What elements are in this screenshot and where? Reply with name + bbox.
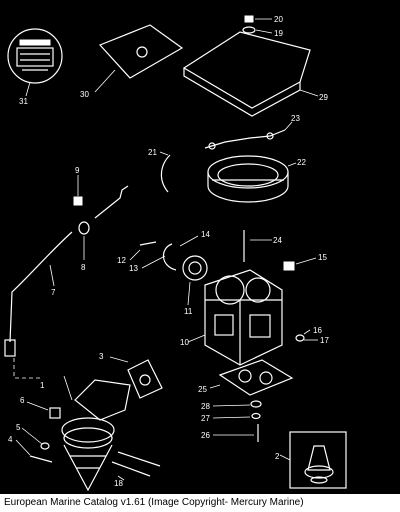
- callout-21: 21: [148, 148, 157, 157]
- part-11-choke: [182, 255, 208, 306]
- callout-19: 19: [274, 29, 283, 38]
- callout-1: 1: [40, 381, 45, 390]
- callout-2: 2: [275, 452, 280, 461]
- part-1-fuel-pump: [61, 375, 131, 492]
- exploded-parts-diagram: 1 2 3 4 5 6 7 8 9 10 11 12 13 14 15 16 1…: [0, 0, 400, 494]
- callout-28: 28: [201, 402, 210, 411]
- part-29-cover: [182, 31, 319, 117]
- part-26-27-28: [212, 400, 262, 442]
- part-6-fitting: [26, 401, 61, 419]
- part-9-screw: [73, 175, 83, 206]
- callout-12: 12: [117, 256, 126, 265]
- part-2-inset: [279, 431, 347, 489]
- callout-4: 4: [8, 435, 13, 444]
- callout-15: 15: [318, 253, 327, 262]
- callout-27: 27: [201, 414, 210, 423]
- part-12-13-14: [129, 235, 199, 271]
- part-3-pump-gasket: [109, 356, 163, 399]
- copyright-caption: European Marine Catalog v1.61 (Image Cop…: [4, 497, 304, 508]
- part-4-5-bolt-washer: [15, 427, 53, 463]
- callout-11: 11: [184, 307, 193, 316]
- callout-8: 8: [81, 263, 86, 272]
- callout-labels: 1 2 3 4 5 6 7 8 9 10 11 12 13 14 15 16 1…: [8, 15, 329, 488]
- part-15-fitting: [283, 257, 317, 271]
- part-23-strap: [204, 121, 293, 150]
- part-21-vent-hose: [159, 151, 171, 193]
- callout-9: 9: [75, 166, 80, 175]
- callout-5: 5: [16, 423, 21, 432]
- part-25-base-gasket: [209, 359, 294, 396]
- callout-18: 18: [114, 479, 123, 488]
- part-24-stud: [243, 230, 272, 262]
- callout-7: 7: [51, 288, 56, 297]
- part-16-17: [295, 329, 318, 342]
- callout-14: 14: [201, 230, 210, 239]
- part-31-decal: [7, 28, 63, 97]
- part-10-carburetor: [187, 269, 283, 366]
- callout-23: 23: [291, 114, 300, 123]
- part-22-flame-arrestor: [207, 155, 297, 203]
- part-19-20-nut-washer: [242, 15, 273, 34]
- callout-30: 30: [80, 90, 89, 99]
- callout-29: 29: [319, 93, 328, 102]
- part-30-gasket-sheet: [94, 24, 184, 93]
- callout-3: 3: [99, 352, 104, 361]
- callout-20: 20: [274, 15, 283, 24]
- callout-10: 10: [180, 338, 189, 347]
- callout-6: 6: [20, 396, 25, 405]
- callout-25: 25: [198, 385, 207, 394]
- part-7-fuel-line: [4, 231, 73, 379]
- callout-22: 22: [297, 158, 306, 167]
- part-18-screws: [111, 451, 161, 481]
- callout-31: 31: [19, 97, 28, 106]
- part-8-clamp: [78, 185, 129, 260]
- callout-24: 24: [273, 236, 282, 245]
- callout-26: 26: [201, 431, 210, 440]
- callout-13: 13: [129, 264, 138, 273]
- callout-16: 16: [313, 326, 322, 335]
- callout-17: 17: [320, 336, 329, 345]
